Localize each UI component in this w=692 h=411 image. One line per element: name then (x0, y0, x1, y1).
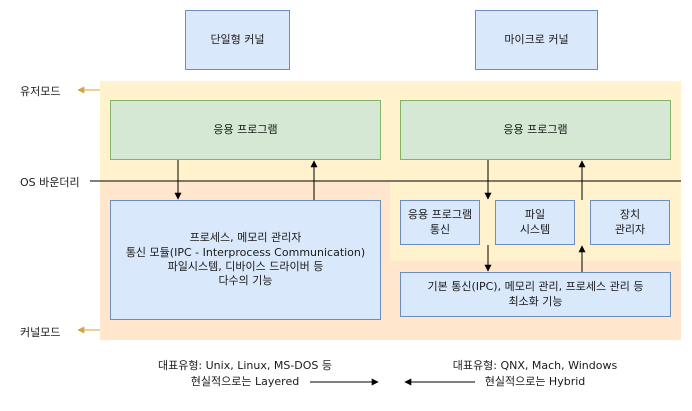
monolithic-kernel-box: 프로세스, 메모리 관리자 통신 모듈(IPC - Interprocess C… (110, 200, 381, 320)
monolithic-kernel-title: 단일형 커널 (185, 10, 290, 70)
service-app-comm-box: 응용 프로그램 통신 (400, 200, 480, 245)
os-boundary-label: OS 바운더리 (20, 176, 80, 189)
micro-kernel-core-box: 기본 통신(IPC), 메모리 관리, 프로세스 관리 등 최소화 기능 (400, 272, 671, 317)
micro-description: 대표유형: QNX, Mach, Windows 현실적으로는 Hybrid (452, 359, 618, 388)
user-mode-label: 유저모드 (20, 85, 61, 98)
micro-kernel-title: 마이크로 커널 (475, 10, 598, 70)
service-filesystem-box: 파일 시스템 (495, 200, 575, 245)
monolithic-description: 대표유형: Unix, Linux, MS-DOS 등 현실적으로는 Layer… (157, 359, 333, 388)
micro-application-box: 응용 프로그램 (400, 100, 671, 160)
monolithic-application-box: 응용 프로그램 (110, 100, 381, 160)
kernel-mode-label: 커널모드 (20, 326, 61, 339)
service-device-manager-box: 장치 관리자 (590, 200, 670, 245)
